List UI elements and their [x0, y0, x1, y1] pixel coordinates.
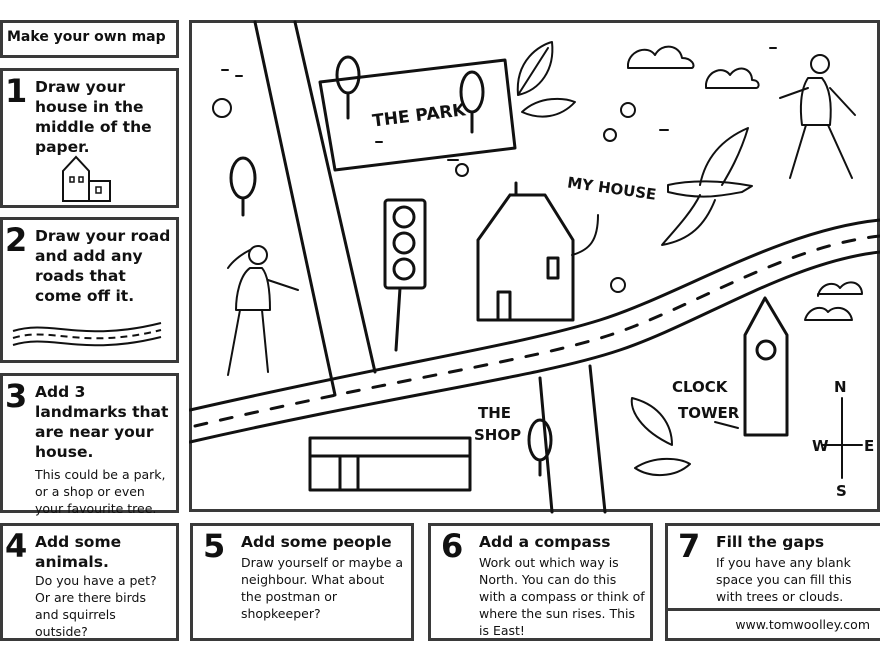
- step-number: 5: [203, 527, 226, 565]
- step-body: Draw yourself or maybe a neighbour. What…: [241, 555, 404, 621]
- bird: [661, 127, 753, 246]
- step-7-box: 7 Fill the gaps If you have any blank sp…: [665, 523, 880, 641]
- step-number: 3: [5, 377, 28, 415]
- step-number: 4: [5, 527, 28, 565]
- tree: [527, 418, 553, 477]
- step-heading: Draw your house in the middle of the pap…: [35, 78, 152, 156]
- example-map: THE PARK MY HOUSE THE SHOP CLOCK TOWER N…: [189, 20, 880, 514]
- shop-label: THE: [478, 404, 511, 422]
- clock-tower: CLOCK TOWER: [672, 296, 789, 437]
- step-number: 6: [441, 527, 464, 565]
- step-number: 2: [5, 221, 28, 259]
- step-body: This could be a park, or a shop or even …: [35, 467, 166, 516]
- compass: N W E S: [812, 378, 874, 500]
- step-number: 7: [678, 527, 701, 565]
- website-link[interactable]: www.tomwoolley.com: [668, 608, 880, 638]
- main-road: [189, 218, 880, 514]
- house: MY HOUSE: [476, 173, 657, 322]
- dots-and-dashes: [212, 47, 777, 293]
- traffic-light: [383, 198, 427, 352]
- clock-label: TOWER: [678, 404, 740, 422]
- worksheet-title: Make your own map: [0, 20, 179, 58]
- step-heading: Add some animals.: [35, 533, 122, 571]
- road-icon: [12, 322, 162, 347]
- step-body: If you have any blank space you can fill…: [716, 555, 852, 604]
- person: [779, 54, 856, 179]
- step-number: 1: [5, 72, 28, 110]
- side-road: [253, 20, 377, 397]
- step-heading: Add a compass: [479, 533, 611, 551]
- shop: THE SHOP: [308, 404, 521, 492]
- step-1-box: 1 Draw your house in the middle of the p…: [0, 68, 179, 208]
- house-icon: [62, 155, 111, 202]
- tree: [229, 156, 257, 217]
- step-heading: Add some people: [241, 533, 392, 551]
- step-6-box: 6 Add a compass Work out which way is No…: [428, 523, 653, 641]
- step-heading: Add 3 landmarks that are near your house…: [35, 383, 169, 461]
- park-label: THE PARK: [371, 100, 467, 131]
- step-body: Work out which way is North. You can do …: [479, 555, 645, 638]
- park: THE PARK: [318, 55, 517, 172]
- clouds: [627, 45, 863, 321]
- step-4-box: 4 Add some animals. Do you have a pet? O…: [0, 523, 179, 641]
- leaves: [516, 41, 691, 476]
- compass-n: N: [834, 378, 847, 396]
- compass-w: W: [812, 437, 829, 455]
- clock-label: CLOCK: [672, 378, 729, 396]
- compass-s: S: [836, 482, 847, 500]
- step-heading: Fill the gaps: [716, 533, 825, 551]
- house-label: MY HOUSE: [566, 173, 657, 203]
- step-5-box: 5 Add some people Draw yourself or maybe…: [190, 523, 414, 641]
- step-heading: Draw your road and add any roads that co…: [35, 227, 171, 305]
- compass-e: E: [864, 437, 874, 455]
- step-body: Do you have a pet? Or are there birds an…: [35, 573, 157, 639]
- step-2-box: 2 Draw your road and add any roads that …: [0, 217, 179, 363]
- person: [227, 245, 299, 376]
- shop-label: SHOP: [474, 426, 521, 444]
- step-3-box: 3 Add 3 landmarks that are near your hou…: [0, 373, 179, 516]
